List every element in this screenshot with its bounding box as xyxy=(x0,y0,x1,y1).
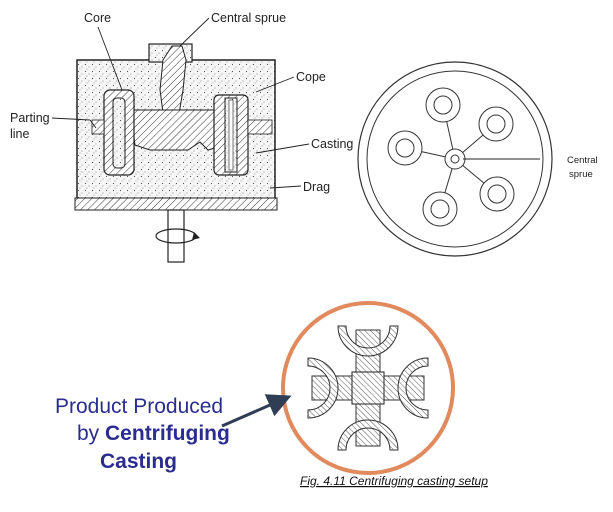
figure-caption: Fig. 4.11 Centrifuging casting setup xyxy=(300,474,488,488)
leader-parting-line xyxy=(51,117,91,121)
parting-notch-right xyxy=(247,119,273,135)
product-caption-text: Product Produced by Centrifuging Casting xyxy=(55,395,230,473)
leader-parting-line-2 xyxy=(89,119,97,129)
label-central-sprue: Central sprue xyxy=(211,11,286,25)
plan-center xyxy=(450,154,460,164)
product-crescent-right xyxy=(397,357,429,419)
product-view xyxy=(221,301,455,475)
label-casting: Casting xyxy=(311,137,353,151)
leader-casting xyxy=(255,143,310,154)
product-arrow xyxy=(221,394,292,428)
rotation-arrowhead xyxy=(192,232,200,240)
product-crescent-left xyxy=(307,357,339,419)
label-cope: Cope xyxy=(296,70,326,84)
label-central-sprue-right-2: sprue xyxy=(569,169,593,180)
casting-runner xyxy=(129,109,226,151)
leader-cope xyxy=(255,76,295,93)
label-parting-line-1: Parting xyxy=(10,111,50,125)
label-parting-line-2: line xyxy=(10,127,30,141)
leader-drag xyxy=(269,185,302,189)
label-drag: Drag xyxy=(303,180,330,194)
left-core xyxy=(112,97,126,169)
right-core-slot xyxy=(228,99,234,171)
plan-view: Central sprue xyxy=(357,61,598,257)
mould-labels: Core Central sprue Cope Parting line Cas… xyxy=(10,11,353,194)
plan-rings xyxy=(387,87,515,227)
label-core: Core xyxy=(84,11,111,25)
spindle xyxy=(167,209,185,263)
leader-central-sprue xyxy=(179,17,210,47)
product-line-2-prefix: by xyxy=(77,422,105,445)
leader-core xyxy=(97,26,123,91)
product-line-1: Product Produced xyxy=(55,395,223,418)
product-crescent-bottom xyxy=(337,419,399,451)
product-line-2-bold: Centrifuging xyxy=(105,422,230,445)
product-crescent-top xyxy=(337,325,399,357)
mould-section xyxy=(74,43,278,263)
label-central-sprue-right-1: Central xyxy=(567,155,598,166)
product-line-3: Casting xyxy=(100,450,177,473)
parting-notch-left xyxy=(91,119,105,135)
product-line-2: by Centrifuging xyxy=(77,422,230,445)
flask-base xyxy=(74,197,278,211)
product-center xyxy=(351,371,385,405)
